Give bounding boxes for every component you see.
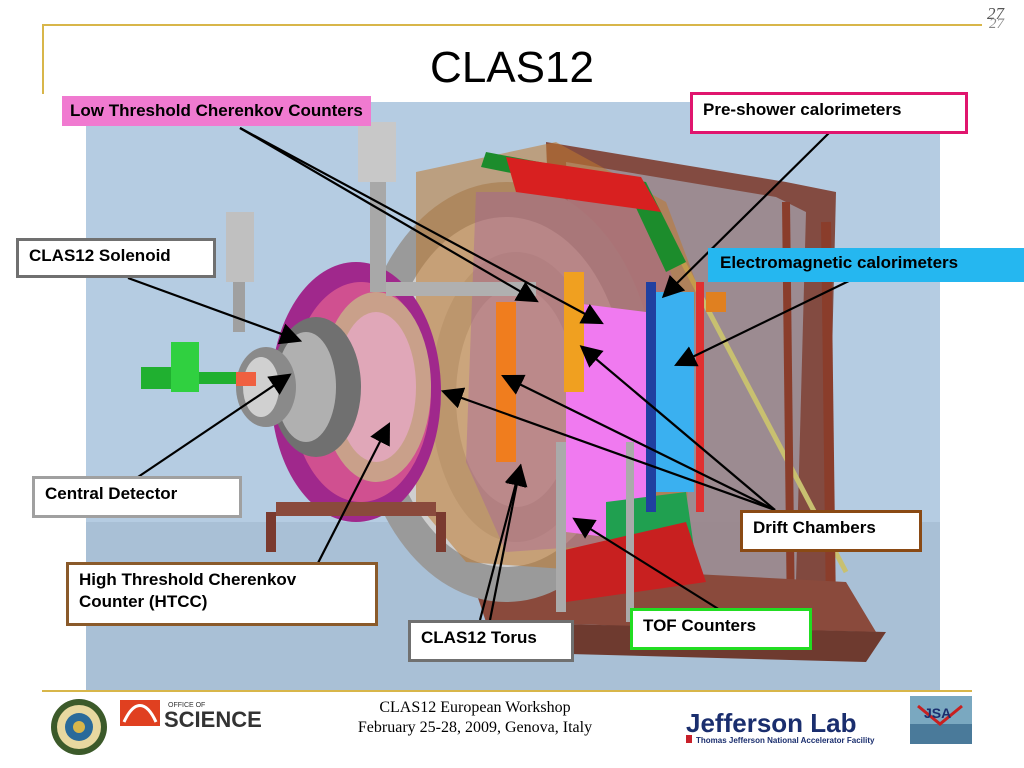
jsa-logo: JSA xyxy=(910,696,972,744)
label-central-detector: Central Detector xyxy=(32,476,242,518)
jsa-text: JSA xyxy=(924,705,951,721)
title-rule xyxy=(42,24,982,26)
label-drift-chambers: Drift Chambers xyxy=(740,510,922,552)
label-htcc-line2: Counter (HTCC) xyxy=(79,592,208,611)
label-drift-text: Drift Chambers xyxy=(753,518,876,537)
label-ec-text: Electromagnetic calorimeters xyxy=(720,253,959,272)
label-ltcc-text: Low Threshold Cherenkov Counters xyxy=(70,101,363,120)
page-number-shadow: 27 xyxy=(989,16,1004,32)
label-central-text: Central Detector xyxy=(45,484,178,503)
label-torus-text: CLAS12 Torus xyxy=(421,628,537,647)
office-of-science-logo: OFFICE OF SCIENCE xyxy=(120,700,262,732)
footer-line-1: CLAS12 European Workshop xyxy=(379,699,571,716)
footer-text: CLAS12 European Workshop February 25-28,… xyxy=(310,698,640,738)
science-text: SCIENCE xyxy=(164,707,262,732)
jefferson-lab-subtitle: Thomas Jefferson National Accelerator Fa… xyxy=(696,736,875,745)
page-number: 27 27 xyxy=(976,4,1004,32)
jefferson-lab-text: Jefferson Lab xyxy=(686,708,857,738)
label-preshower: Pre-shower calorimeters xyxy=(690,92,968,134)
jefferson-lab-logo: Jefferson Lab Thomas Jefferson National … xyxy=(686,708,875,745)
office-of-text: OFFICE OF xyxy=(168,702,205,709)
label-solenoid-text: CLAS12 Solenoid xyxy=(29,246,171,265)
label-ec: Electromagnetic calorimeters xyxy=(708,248,1024,282)
label-tof: TOF Counters xyxy=(630,608,812,650)
footer-line-2: February 25-28, 2009, Genova, Italy xyxy=(357,719,593,736)
footer-rule xyxy=(42,690,972,692)
label-preshower-text: Pre-shower calorimeters xyxy=(703,100,902,119)
doe-seal-logo xyxy=(51,699,107,755)
page-number-text: 27 xyxy=(987,4,1004,23)
label-torus: CLAS12 Torus xyxy=(408,620,574,662)
page-title: CLAS12 xyxy=(430,43,594,92)
label-htcc: High Threshold Cherenkov Counter (HTCC) xyxy=(66,562,378,626)
label-tof-text: TOF Counters xyxy=(643,616,757,635)
label-ltcc: Low Threshold Cherenkov Counters xyxy=(62,96,371,126)
label-solenoid: CLAS12 Solenoid xyxy=(16,238,216,278)
label-htcc-line1: High Threshold Cherenkov xyxy=(79,570,297,589)
title-rule-vertical xyxy=(42,24,44,94)
